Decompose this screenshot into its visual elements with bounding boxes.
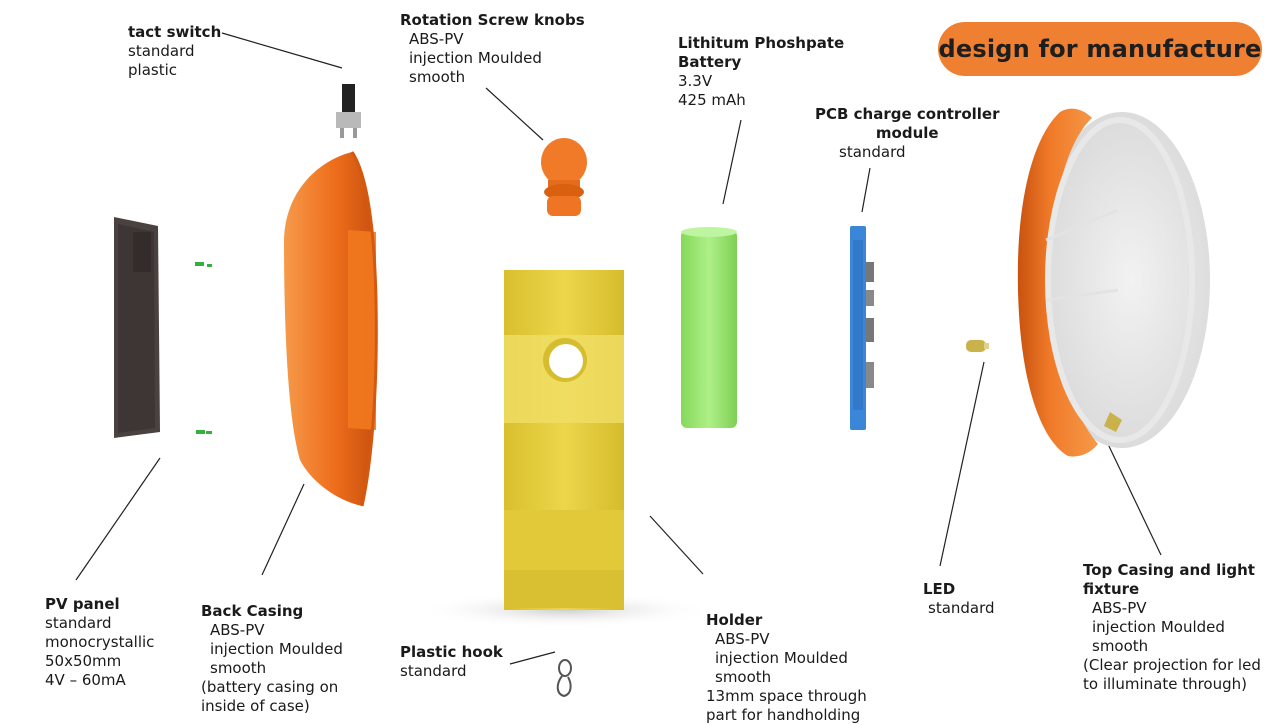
label-title: Plastic hook (400, 643, 503, 661)
label-back-casing: Back Casing ABS-PV injection Moulded smo… (201, 602, 343, 716)
label-line: 3.3V (678, 72, 713, 90)
top-casing-part (1017, 108, 1210, 457)
label-line: injection Moulded (1092, 618, 1225, 636)
label-line: plastic (128, 61, 177, 79)
label-pv-panel: PV panel standard monocrystallic 50x50mm… (45, 595, 154, 690)
label-line: (battery casing on (201, 678, 339, 696)
label-title: PCB charge controller (815, 105, 1000, 123)
clip-parts (195, 262, 212, 434)
label-line: part for handholding (706, 706, 861, 724)
label-title: Rotation Screw knobs (400, 11, 585, 29)
pcb-module-part (850, 226, 874, 430)
label-title: module (875, 124, 939, 142)
rotation-knob-part (541, 138, 587, 216)
label-title: tact switch (128, 23, 222, 41)
pv-panel-part (114, 217, 160, 438)
label-line: ABS-PV (409, 30, 464, 48)
label-line: inside of case) (201, 697, 310, 715)
label-title: LED (923, 580, 956, 598)
label-title: Lithitum Phoshpate (678, 34, 845, 52)
label-line: 4V – 60mA (45, 671, 126, 689)
led-part (966, 340, 989, 352)
label-battery: Lithitum Phoshpate Battery 3.3V 425 mAh (678, 34, 844, 110)
label-line: 425 mAh (678, 91, 746, 109)
label-plastic-hook: Plastic hook standard (400, 643, 503, 681)
holder-part (504, 270, 624, 610)
plastic-hook-part (556, 659, 572, 698)
label-line: 13mm space through (706, 687, 867, 705)
label-title: Back Casing (201, 602, 304, 620)
label-line: standard (928, 599, 995, 617)
label-title: Holder (706, 611, 763, 629)
label-line: to illuminate through) (1083, 675, 1247, 693)
label-line: standard (839, 143, 906, 161)
label-title: PV panel (45, 595, 120, 613)
design-for-manufacture-badge: design for manufacture (938, 22, 1262, 76)
back-casing-part (284, 151, 378, 507)
label-line: injection Moulded (409, 49, 542, 67)
label-top-casing: Top Casing and light fixture ABS-PV inje… (1083, 561, 1261, 694)
label-rotation-knobs: Rotation Screw knobs ABS-PV injection Mo… (400, 11, 585, 87)
leader-lines (75, 32, 1162, 665)
label-led: LED standard (923, 580, 995, 618)
label-line: smooth (210, 659, 267, 677)
label-line: ABS-PV (1092, 599, 1147, 617)
battery-part (681, 227, 737, 428)
label-line: standard (128, 42, 195, 60)
label-line: standard (400, 662, 467, 680)
label-line: monocrystallic (45, 633, 155, 651)
label-line: smooth (1092, 637, 1149, 655)
label-holder: Holder ABS-PV injection Moulded smooth 1… (706, 611, 867, 725)
label-line: injection Moulded (210, 640, 343, 658)
label-line: 50x50mm (45, 652, 122, 670)
label-line: standard (45, 614, 112, 632)
label-line: ABS-PV (210, 621, 265, 639)
label-tact-switch: tact switch standard plastic (128, 23, 221, 80)
label-line: (Clear projection for led (1083, 656, 1261, 674)
label-line: smooth (409, 68, 466, 86)
label-line: ABS-PV (715, 630, 770, 648)
tact-switch-part (336, 84, 361, 138)
label-title: Battery (678, 53, 742, 71)
label-pcb: PCB charge controller module standard (815, 105, 999, 162)
label-line: injection Moulded (715, 649, 848, 667)
label-title: Top Casing and light (1083, 561, 1255, 579)
label-title: fixture (1083, 580, 1140, 598)
label-line: smooth (715, 668, 772, 686)
